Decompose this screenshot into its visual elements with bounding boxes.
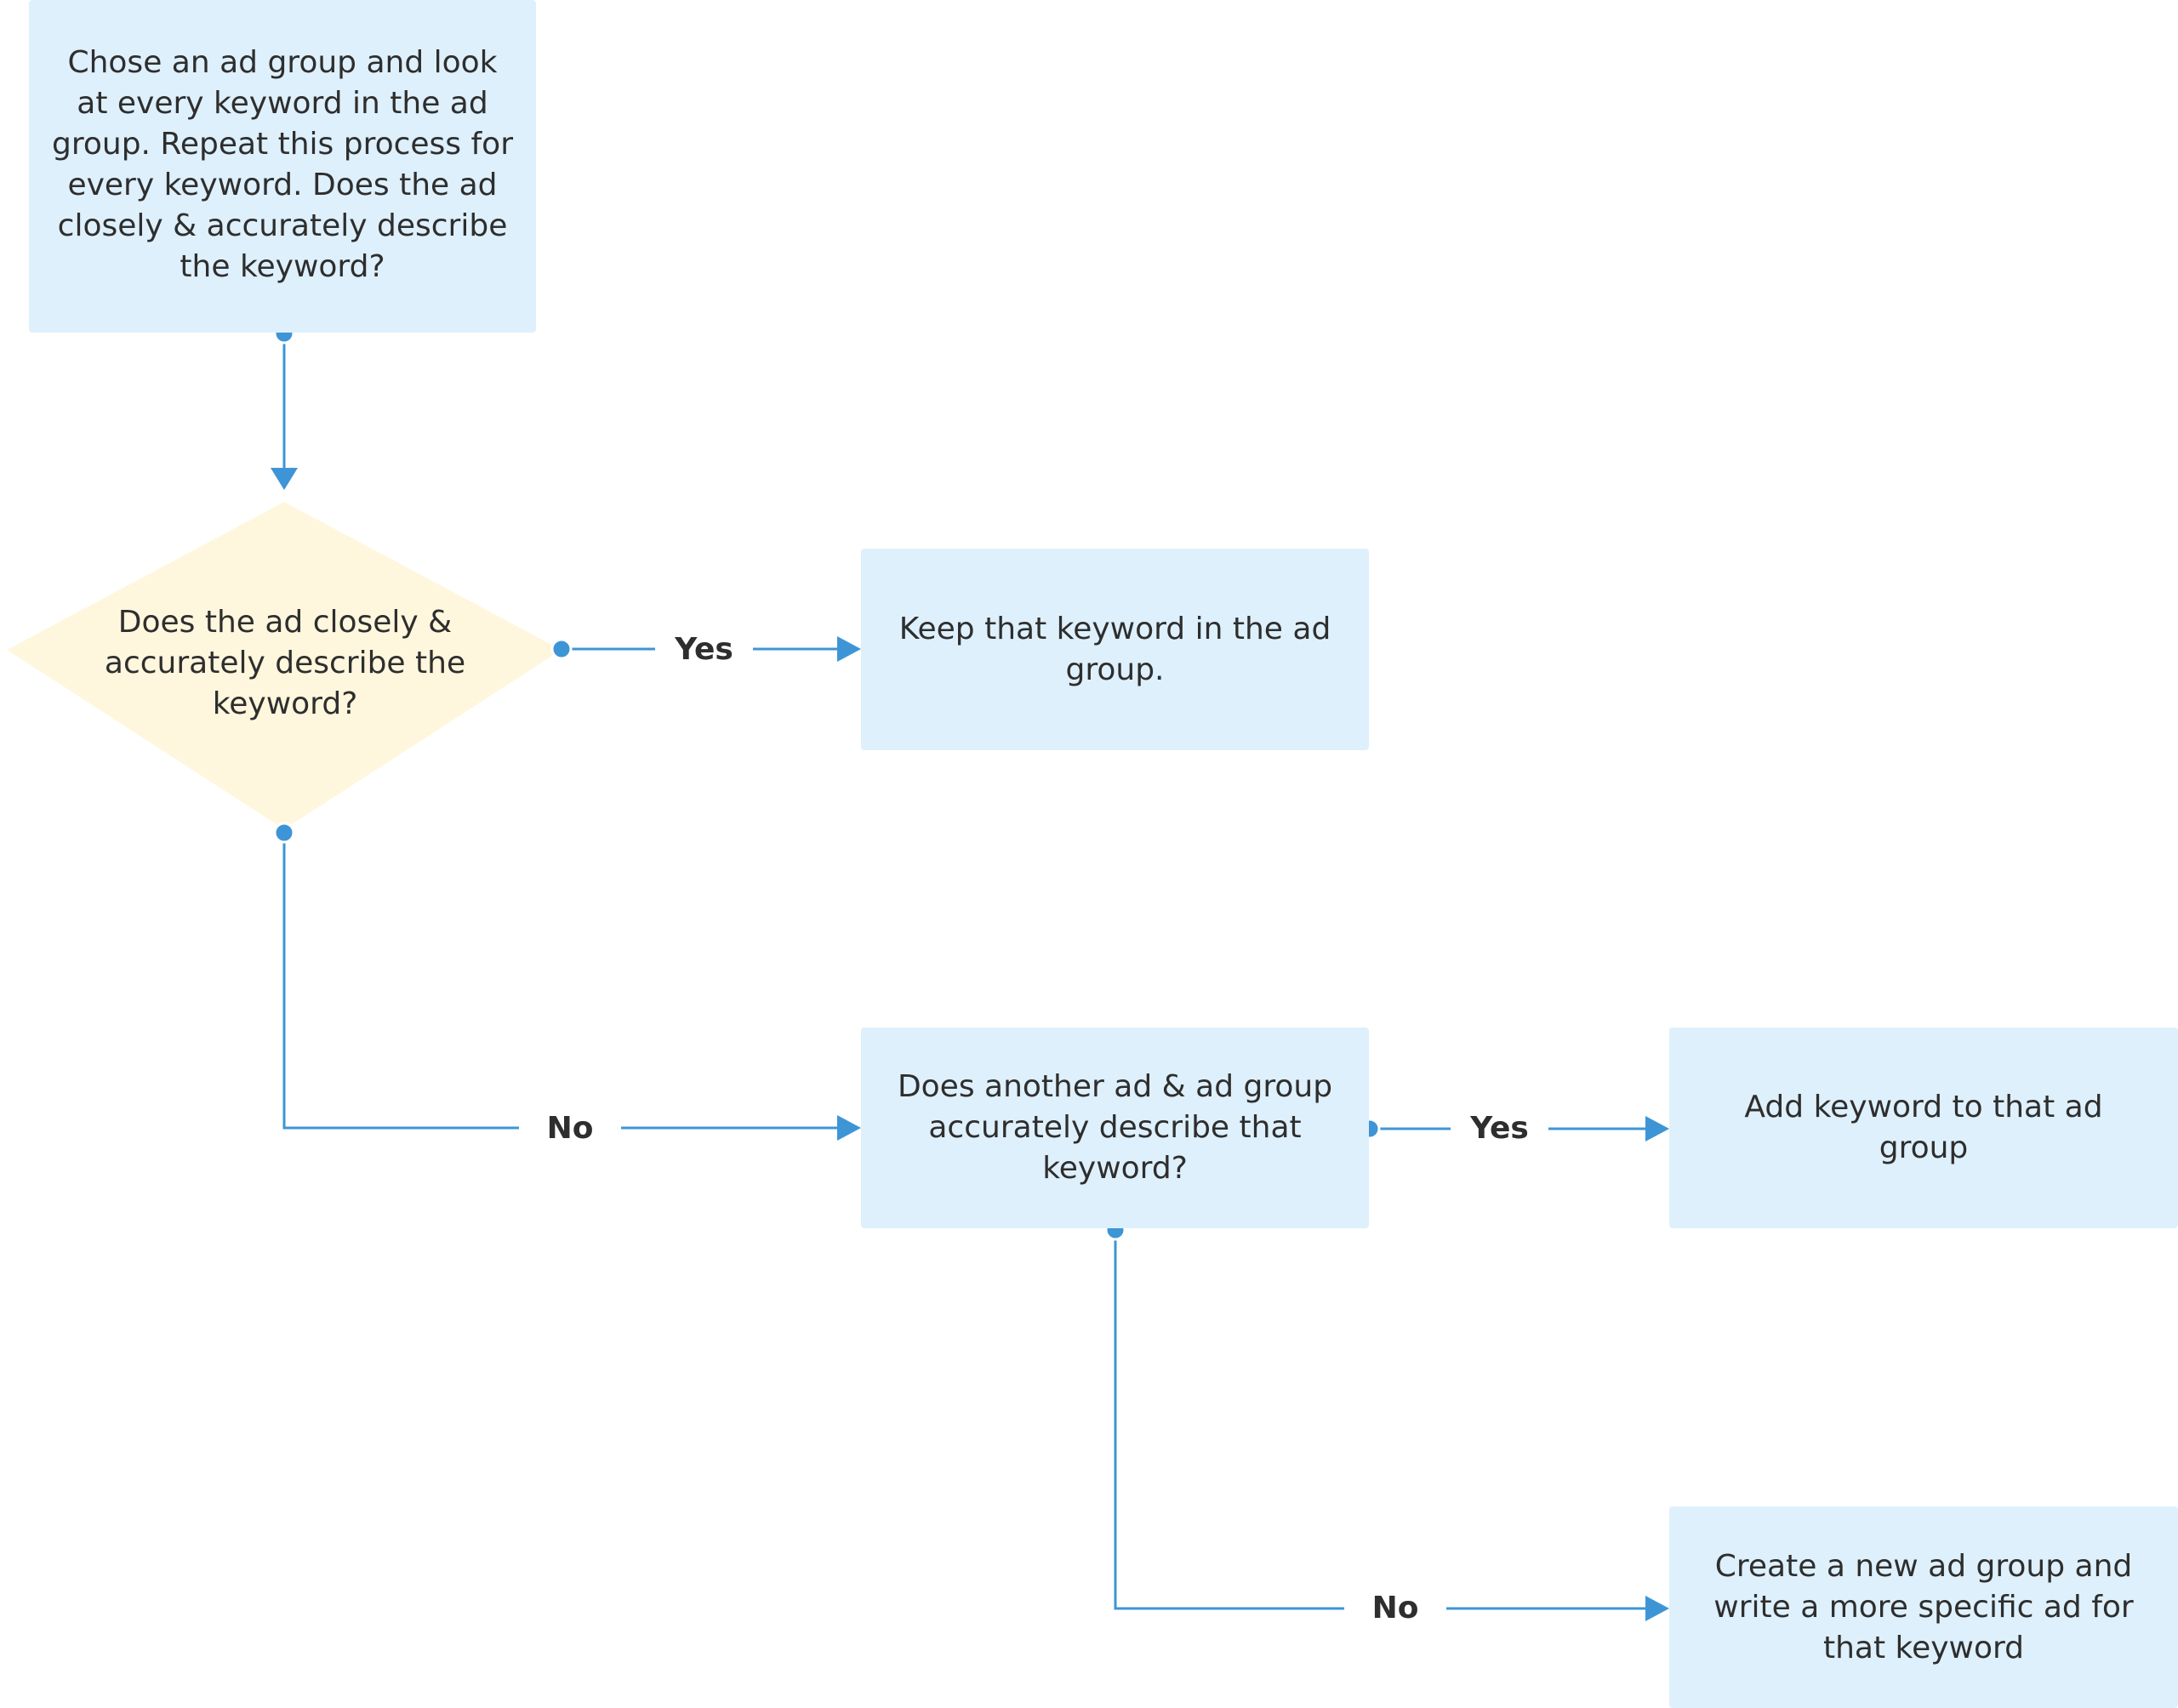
edge-label-yes-keep: Yes (655, 631, 753, 669)
arrowhead-decision-to-keep (837, 636, 861, 662)
decision-diamond (7, 502, 562, 829)
edge-label-no-another: No (519, 1110, 621, 1147)
another-ad-group-box: Does another ad & ad group accurately de… (861, 1028, 1369, 1228)
edge-decision-to-another (282, 833, 839, 1130)
edge-another-to-create (1114, 1230, 1647, 1610)
keep-keyword-text: Keep that keyword in the ad group. (898, 611, 1331, 687)
edge-label-no-create: No (1344, 1590, 1446, 1627)
arrowhead-start-to-decision (271, 468, 298, 490)
arrowhead-decision-to-another (837, 1115, 861, 1141)
edge-label-yes-add: Yes (1451, 1110, 1548, 1147)
keep-keyword-box: Keep that keyword in the ad group. (861, 549, 1369, 750)
another-ad-group-text: Does another ad & ad group accurately de… (897, 1069, 1333, 1186)
port-decision-bottom (273, 822, 295, 844)
start-process-text: Chose an ad group and look at every keyw… (51, 44, 514, 284)
add-keyword-box: Add keyword to that ad group (1669, 1028, 2178, 1228)
add-keyword-text: Add keyword to that ad group (1744, 1090, 2103, 1165)
decision-question-text: Does the ad closely & accurately describ… (104, 605, 466, 721)
start-process-box: Chose an ad group and look at every keyw… (29, 0, 536, 333)
create-ad-group-box: Create a new ad group and write a more s… (1669, 1506, 2178, 1708)
arrowhead-another-to-create (1645, 1596, 1669, 1621)
port-decision-right (550, 638, 573, 660)
create-ad-group-text: Create a new ad group and write a more s… (1713, 1548, 2134, 1665)
arrowhead-another-to-add (1645, 1116, 1669, 1142)
